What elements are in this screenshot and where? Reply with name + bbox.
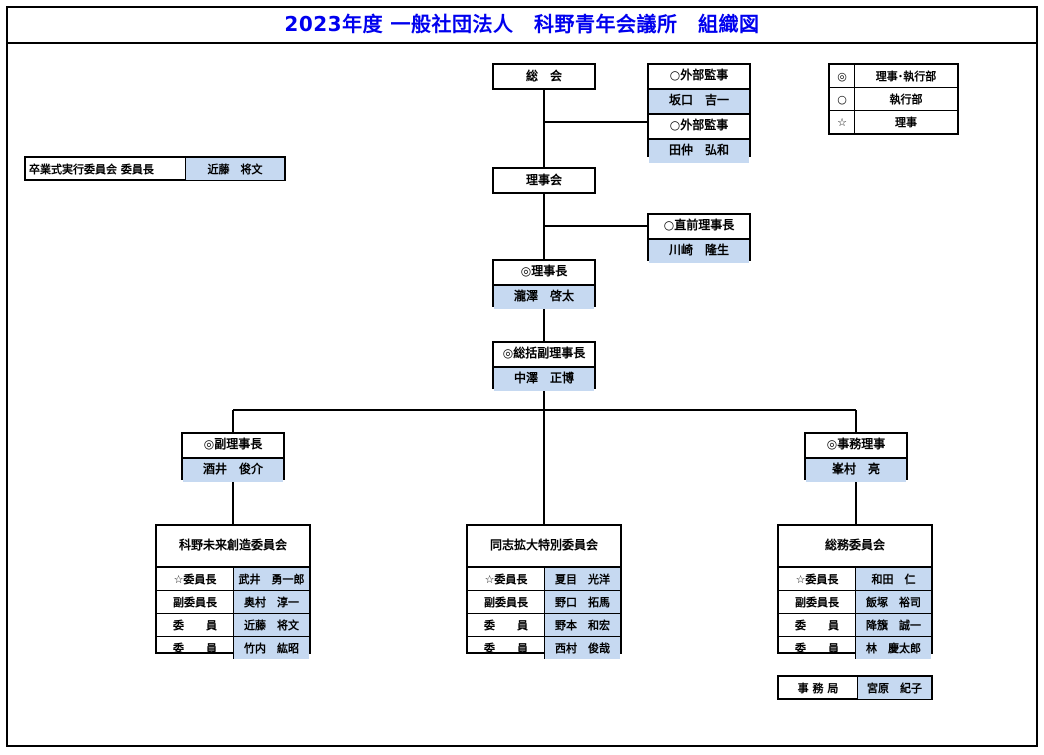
member-role: 副委員長 bbox=[468, 590, 545, 614]
committee-row: 委 員降籏 誠一 bbox=[779, 613, 931, 637]
secretariat-label: 事 務 局 bbox=[779, 677, 858, 699]
member-role: 委 員 bbox=[157, 613, 234, 637]
committee-row: ☆委員長武井 勇一郎 bbox=[157, 568, 309, 591]
committee-title: 科野未来創造委員会 bbox=[157, 526, 309, 568]
member-role: 委 員 bbox=[779, 636, 856, 659]
member-name: 西村 俊哉 bbox=[544, 636, 620, 659]
board-label: 理事会 bbox=[525, 173, 562, 187]
vp-name: 酒井 俊介 bbox=[183, 457, 283, 482]
exec-vp-role: ◎総括副理事長 bbox=[502, 346, 586, 360]
exec-vp-box: ◎総括副理事長 中澤 正博 bbox=[492, 341, 596, 391]
legend-symbol: ○ bbox=[830, 87, 855, 111]
legend-text: 執行部 bbox=[854, 87, 957, 111]
secretariat-box: 事 務 局 宮原 紀子 bbox=[777, 675, 933, 700]
chart-frame bbox=[6, 6, 1038, 747]
member-name: 武井 勇一郎 bbox=[233, 568, 309, 591]
member-role: 副委員長 bbox=[779, 590, 856, 614]
page-title: 2023年度 一般社団法人 科野青年会議所 組織図 bbox=[6, 6, 1038, 44]
general-meeting-box: 総 会 bbox=[492, 63, 596, 90]
committee-row: 委 員西村 俊哉 bbox=[468, 636, 620, 659]
vp-box: ◎副理事長 酒井 俊介 bbox=[181, 432, 285, 482]
legend-symbol: ☆ bbox=[830, 110, 855, 133]
legend-text: 理事･執行部 bbox=[854, 65, 957, 88]
president-role: ◎理事長 bbox=[520, 264, 568, 278]
past-president-name: 川崎 隆生 bbox=[649, 238, 749, 263]
member-name: 奥村 淳一 bbox=[233, 590, 309, 614]
committee-title: 同志拡大特別委員会 bbox=[468, 526, 620, 568]
auditors-box: ○外部監事 坂口 吉一 ○外部監事 田仲 弘和 bbox=[647, 63, 751, 163]
auditor-name: 田仲 弘和 bbox=[649, 138, 749, 163]
committee-row: 副委員長野口 拓馬 bbox=[468, 590, 620, 614]
legend-symbol: ◎ bbox=[830, 65, 855, 88]
committee-row: 委 員近藤 将文 bbox=[157, 613, 309, 637]
committee-row: 委 員野本 和宏 bbox=[468, 613, 620, 637]
committee-box: 同志拡大特別委員会 ☆委員長夏目 光洋 副委員長野口 拓馬 委 員野本 和宏 委… bbox=[466, 524, 622, 659]
president-name: 瀧澤 啓太 bbox=[494, 284, 594, 309]
member-name: 野本 和宏 bbox=[544, 613, 620, 637]
committee-box: 総務委員会 ☆委員長和田 仁 副委員長飯塚 裕司 委 員降籏 誠一 委 員林 慶… bbox=[777, 524, 933, 659]
committee-row: 委 員竹内 紘昭 bbox=[157, 636, 309, 659]
graduation-label: 卒業式実行委員会 委員長 bbox=[26, 158, 186, 180]
past-president-box: ○直前理事長 川崎 隆生 bbox=[647, 213, 751, 263]
member-role: 委 員 bbox=[468, 613, 545, 637]
member-name: 飯塚 裕司 bbox=[855, 590, 931, 614]
member-name: 林 慶太郎 bbox=[855, 636, 931, 659]
committee-row: 副委員長奥村 淳一 bbox=[157, 590, 309, 614]
secretary-director-box: ◎事務理事 峯村 亮 bbox=[804, 432, 908, 482]
member-name: 野口 拓馬 bbox=[544, 590, 620, 614]
legend-row: ◎ 理事･執行部 bbox=[830, 65, 957, 88]
auditor-name: 坂口 吉一 bbox=[649, 88, 749, 113]
member-name: 夏目 光洋 bbox=[544, 568, 620, 591]
secretary-director-name: 峯村 亮 bbox=[806, 457, 906, 482]
member-role: ☆委員長 bbox=[779, 568, 856, 591]
committee-row: 副委員長飯塚 裕司 bbox=[779, 590, 931, 614]
legend: ◎ 理事･執行部 ○ 執行部 ☆ 理事 bbox=[828, 63, 959, 135]
committee-row: 委 員林 慶太郎 bbox=[779, 636, 931, 659]
graduation-chair-name: 近藤 将文 bbox=[185, 158, 284, 180]
legend-row: ○ 執行部 bbox=[830, 87, 957, 111]
member-name: 竹内 紘昭 bbox=[233, 636, 309, 659]
general-meeting-label: 総 会 bbox=[525, 69, 562, 83]
member-role: ☆委員長 bbox=[468, 568, 545, 591]
member-role: 委 員 bbox=[157, 636, 234, 659]
legend-text: 理事 bbox=[854, 110, 957, 133]
auditor-role: ○外部監事 bbox=[649, 113, 749, 138]
legend-row: ☆ 理事 bbox=[830, 110, 957, 133]
member-role: 委 員 bbox=[468, 636, 545, 659]
member-role: ☆委員長 bbox=[157, 568, 234, 591]
vp-role: ◎副理事長 bbox=[203, 437, 263, 451]
auditor-role: ○外部監事 bbox=[669, 68, 729, 82]
committee-row: ☆委員長夏目 光洋 bbox=[468, 568, 620, 591]
member-name: 近藤 将文 bbox=[233, 613, 309, 637]
member-name: 和田 仁 bbox=[855, 568, 931, 591]
committee-title: 総務委員会 bbox=[779, 526, 931, 568]
member-name: 降籏 誠一 bbox=[855, 613, 931, 637]
secretariat-name: 宮原 紀子 bbox=[857, 677, 931, 699]
committee-box: 科野未来創造委員会 ☆委員長武井 勇一郎 副委員長奥村 淳一 委 員近藤 将文 … bbox=[155, 524, 311, 659]
member-role: 副委員長 bbox=[157, 590, 234, 614]
committee-row: ☆委員長和田 仁 bbox=[779, 568, 931, 591]
secretary-director-role: ◎事務理事 bbox=[826, 437, 886, 451]
exec-vp-name: 中澤 正博 bbox=[494, 366, 594, 391]
member-role: 委 員 bbox=[779, 613, 856, 637]
president-box: ◎理事長 瀧澤 啓太 bbox=[492, 259, 596, 309]
past-president-role: ○直前理事長 bbox=[663, 218, 735, 232]
graduation-committee-box: 卒業式実行委員会 委員長 近藤 将文 bbox=[24, 156, 286, 181]
board-box: 理事会 bbox=[492, 167, 596, 194]
